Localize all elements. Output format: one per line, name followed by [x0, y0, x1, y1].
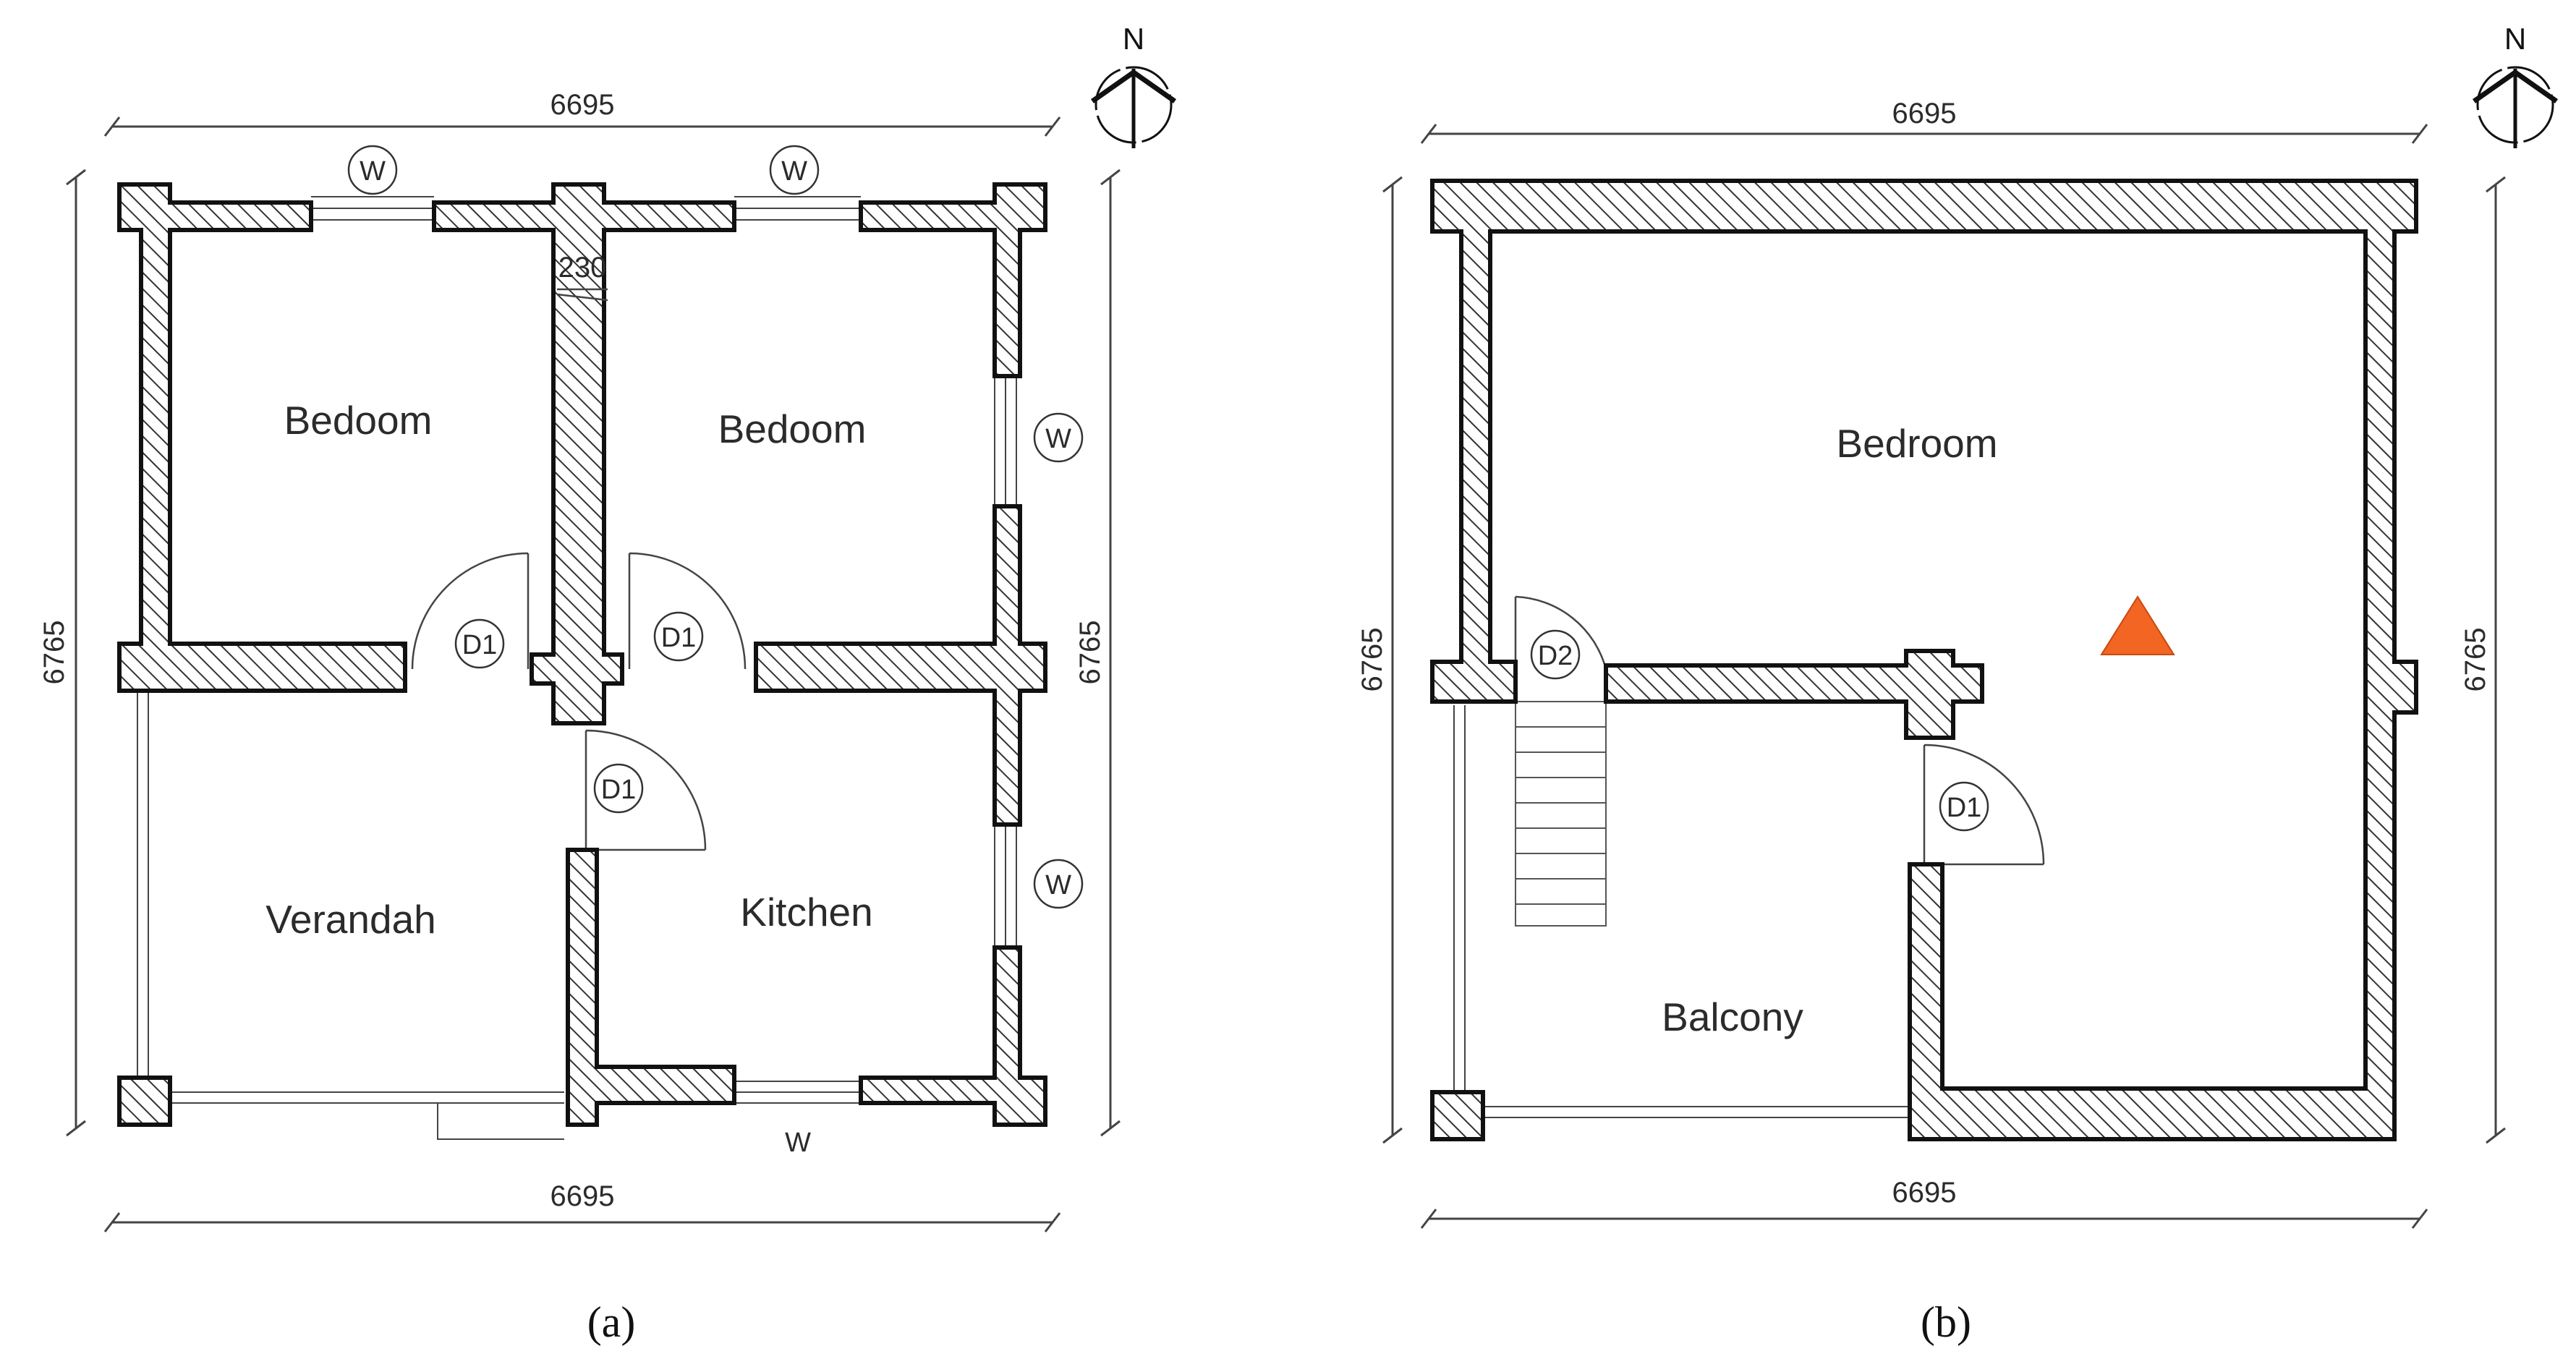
plan-a-dimension-bottom: 6695 — [551, 1180, 615, 1212]
plan-a-window-tag-top-right: W — [781, 156, 807, 187]
plan-a: 230 6695 6695 6765 6765 Bedoom Bedoom Ve… — [38, 22, 1177, 1346]
plan-a-wall-thickness: 230 — [558, 252, 607, 284]
plan-a-north-label: N — [1123, 22, 1144, 56]
plan-b-balcony-edges — [1453, 705, 1910, 1118]
plan-a-window-tag-right-lower: W — [1045, 870, 1071, 900]
plan-a-thickness-mark — [556, 288, 608, 302]
plan-a-window-tag-top-left: W — [360, 156, 386, 187]
plan-a-walls — [117, 182, 1047, 1127]
plan-b-room-bedroom: Bedroom — [1836, 421, 1997, 466]
plan-a-dimension-lines — [66, 116, 1121, 1232]
plan-b-caption: (b) — [1921, 1298, 1971, 1346]
plan-b-room-balcony: Balcony — [1662, 995, 1803, 1039]
plan-b: 6695 6695 6765 6765 Bedroom Balcony D2 D… — [1356, 22, 2559, 1346]
plan-a-door-tag-left-bedroom: D1 — [462, 630, 498, 660]
plan-a-room-kitchen: Kitchen — [740, 890, 872, 934]
plan-a-door-tag-right-bedroom: D1 — [661, 623, 697, 653]
plan-a-window-tag-right-upper: W — [1045, 424, 1071, 454]
plan-b-location-marker-icon — [2100, 595, 2175, 655]
plan-a-dimension-top: 6695 — [551, 89, 615, 121]
plan-a-north-arrow-icon — [1090, 66, 1177, 148]
plan-b-dimension-lines — [1382, 124, 2506, 1229]
plan-a-tag-circles — [347, 145, 1084, 909]
plan-b-walls — [1430, 179, 2418, 1141]
plan-b-stair — [1515, 701, 1607, 927]
plan-a-windows — [311, 196, 1017, 1104]
plan-b-north-arrow-icon — [2472, 66, 2559, 148]
plan-a-dimension-left: 6765 — [38, 621, 70, 685]
plan-a-window-tag-bottom: W — [785, 1128, 811, 1158]
plan-b-dimension-right: 6765 — [2460, 628, 2491, 692]
plan-a-room-bedroom-left: Bedoom — [284, 398, 433, 443]
plan-b-door-tag-stair: D2 — [1538, 641, 1573, 671]
plan-b-dimension-bottom: 6695 — [1892, 1177, 1957, 1209]
plan-a-room-verandah: Verandah — [265, 897, 436, 942]
plan-b-dimension-top: 6695 — [1892, 98, 1957, 129]
plan-b-door-tag-bedroom: D1 — [1947, 793, 1982, 823]
plan-a-verandah-edges — [137, 691, 564, 1140]
plan-b-tag-circles — [1530, 629, 1989, 832]
plan-b-dimension-left: 6765 — [1356, 628, 1388, 692]
plan-a-caption: (a) — [587, 1298, 636, 1346]
plan-a-room-bedroom-right: Bedoom — [718, 406, 867, 451]
plan-b-north-label: N — [2504, 22, 2526, 56]
plan-a-door-tag-kitchen: D1 — [601, 775, 637, 805]
plan-a-dimension-right: 6765 — [1074, 621, 1106, 685]
